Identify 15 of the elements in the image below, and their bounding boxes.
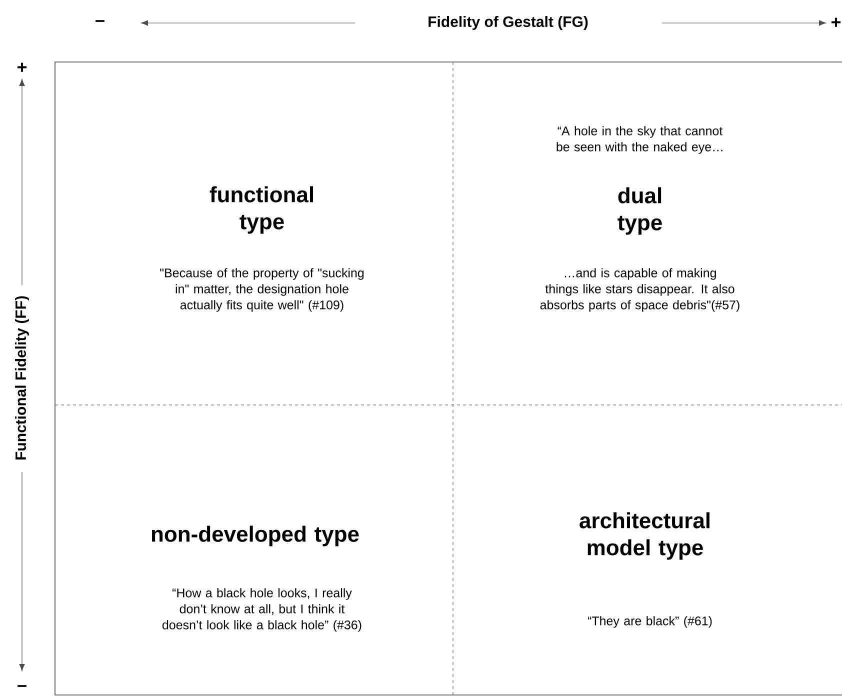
quote-text: "Because of the property of "sucking in" matter, the designation hole actually fits quite well" (#109) xyxy=(160,268,364,312)
axis-sign: + xyxy=(18,62,27,72)
axis-sign: – xyxy=(96,20,104,22)
axis-title: Functional Fidelity (FF) xyxy=(15,296,29,460)
type-heading: functional type xyxy=(210,186,313,234)
quote-text: …and is capable of making things like stars disappear. It also absorbs parts of space debris"(#57) xyxy=(540,268,740,312)
quote-text: “How a black hole looks, I really don’t know at all, but I think it doesn’t look like a black hole” (#36) xyxy=(162,588,362,632)
quote-text: “They are black” (#61) xyxy=(588,616,712,628)
quote-text: “A hole in the sky that cannot be seen with the naked eye… xyxy=(556,126,723,154)
type-heading: non-developed type xyxy=(152,526,359,546)
axis-sign: + xyxy=(832,18,841,27)
type-heading: architectural model type xyxy=(580,512,710,560)
type-heading: dual type xyxy=(618,187,662,235)
axis-sign: – xyxy=(18,685,26,687)
axis-title: Fidelity of Gestalt (FG) xyxy=(428,16,588,30)
